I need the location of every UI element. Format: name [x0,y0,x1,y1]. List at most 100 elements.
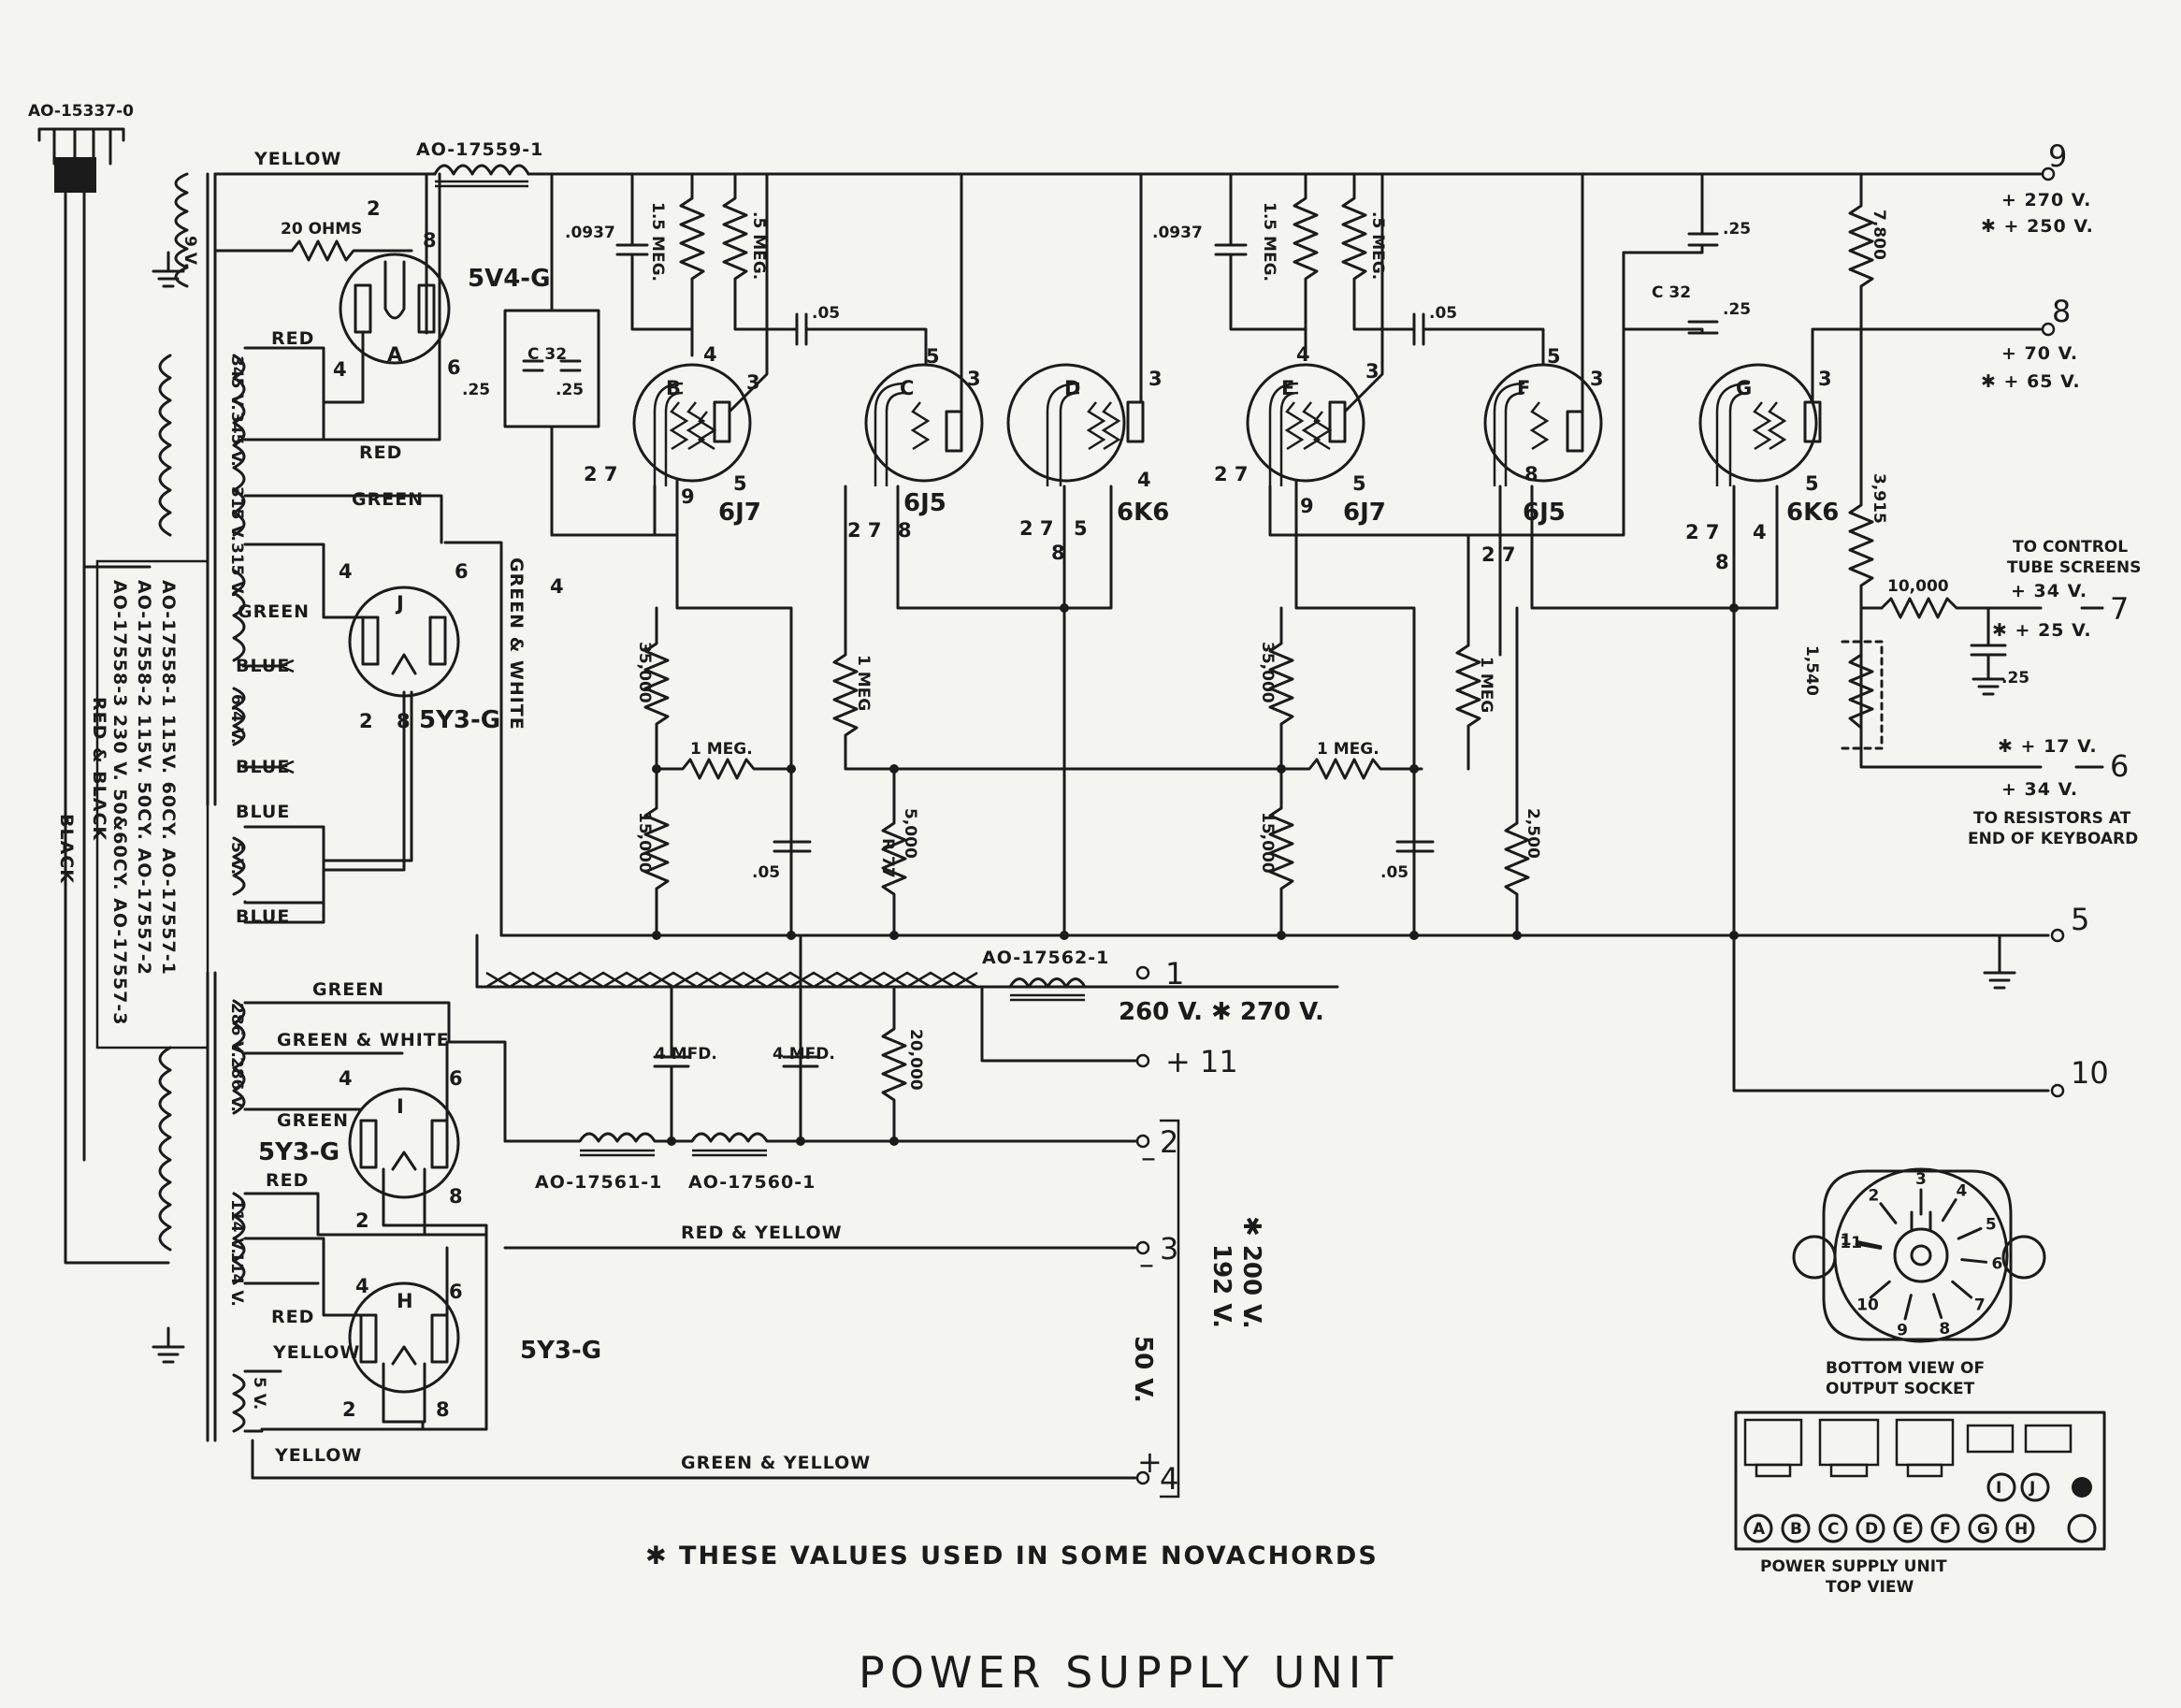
svg-text:3: 3 [1590,368,1604,390]
svg-text:4: 4 [339,1067,353,1090]
tube-c-letter: C [900,377,914,399]
terminal-7-note-2: TUBE SCREENS [2007,558,2141,577]
output-200v: ✱ 200 V. [1237,1216,1265,1329]
tube-b-letter: B [666,377,681,399]
svg-text:3: 3 [1148,368,1163,390]
winding-label-315b: 315 V. [227,543,246,598]
svg-text:+: + [1137,1444,1163,1480]
socket-pin-number: 10 [1856,1296,1879,1315]
wire-label-red-4: RED [271,1307,314,1327]
c32-right-label: C 32 [1652,283,1691,302]
r3915-label: 3,915 [1870,473,1888,524]
svg-text:9: 9 [681,485,695,508]
socket-pin-slot [1903,1294,1913,1321]
choke-top-label: AO-17559-1 [416,139,543,160]
winding-label-114b: 114 V. [227,1252,246,1307]
capacitor-4mfd-a: 4 MFD. [653,985,717,1143]
c32-right-value-b: .25 [1723,300,1751,319]
socket-pin-number: 4 [1956,1181,1967,1200]
unit-socket-letter: H [2015,1520,2028,1539]
svg-text:8: 8 [1051,542,1065,564]
unit-socket-letter: I [1996,1479,2001,1498]
svg-text:3: 3 [967,368,981,390]
resistor-35000-right: 35,000 [1258,606,1294,771]
svg-text:6: 6 [447,356,461,379]
c05-d-label: .05 [752,863,780,882]
transformer-nameplate: AO-17558-1 115V. 60CY. AO-17557-1 AO-175… [95,559,209,1049]
socket-pin-number: 5 [1986,1216,1997,1235]
terminal-6-voltage-alt: ✱ + 17 V. [1998,736,2098,757]
terminal-7-voltage-alt: ✱ + 25 V. [1992,620,2092,641]
svg-text:4: 4 [1753,521,1767,543]
svg-text:5: 5 [926,345,940,368]
c0937-right-label: .0937 [1152,224,1203,242]
r7800-label: 7,800 [1870,210,1888,260]
twisted-heater-pair [485,971,978,989]
resistor-5000-r77: 5,000 R 77 [878,767,919,937]
socket-pin-number: 8 [1939,1320,1950,1339]
footnote: ✱ THESE VALUES USED IN SOME NOVACHORDS [645,1542,1379,1570]
socket-pin-slot [1856,1239,1883,1249]
r35000-left-label: 35,000 [635,642,654,703]
c32-left-label: C 32 [527,345,567,364]
terminal-1: 1 [1165,956,1184,992]
rectifier-j-type: 5Y3-G [419,706,500,734]
resistor-15000-left: 15,000 [635,767,670,937]
wire-label-yellow-2: YELLOW [272,1342,360,1363]
unit-socket-letter: F [1940,1520,1951,1539]
tube-c-type: 6J5 [903,489,946,517]
choke-3-label: AO-17560-1 [688,1172,816,1193]
socket-pin-number: 3 [1915,1170,1927,1189]
wire-label-yellow-3: YELLOW [274,1445,362,1466]
svg-text:8: 8 [423,229,437,252]
ground-symbol [152,251,185,288]
svg-text:2: 2 [367,197,381,220]
unit-socket-letter: E [1902,1520,1914,1539]
tube-c: C [864,363,984,486]
r20000-label: 20,000 [906,1029,925,1091]
capacitor-05-f: .05 [1380,767,1435,937]
transformer-2 [158,971,246,1442]
terminal-6-voltage: + 34 V. [2001,779,2078,800]
svg-text:2 7: 2 7 [847,519,882,542]
svg-text:–: – [1139,1246,1154,1281]
wire-label-green-3: GREEN [312,979,384,1000]
c4mfd-b-label: 4 MFD. [773,1045,835,1064]
unit-socket-circle [1781,1513,1811,1543]
socket-pin-number: 7 [1974,1296,1986,1315]
unit-socket-letter: C [1827,1520,1839,1539]
svg-text:4: 4 [339,560,353,583]
c4mfd-a-label: 4 MFD. [655,1045,717,1064]
capacitor-25-screen: .25 [1970,606,2029,696]
tube-f: F [1483,363,1603,486]
wire-label-black: BLACK [56,814,77,884]
socket-pin-slot [1869,1280,1891,1299]
c32-left-value-b: .25 [556,381,584,399]
rectifier-i-letter: I [397,1095,404,1118]
winding-label-315a: 315 V. [227,486,246,542]
svg-text:8: 8 [1715,551,1729,573]
r5000-label: 5,000 [901,808,919,859]
winding-label-286a: 286 V. [227,1003,246,1058]
svg-text:2 7: 2 7 [1685,521,1720,543]
winding-label-114a: 114 V. [227,1199,246,1254]
socket-pin-number: 9 [1897,1322,1908,1340]
wire-label-blue-2: BLUE [236,757,290,777]
terminal-5: 5 [2071,902,2089,937]
svg-text:–: – [1141,1139,1156,1175]
svg-text:6: 6 [449,1281,463,1303]
unit-caption-2: TOP VIEW [1826,1578,1914,1597]
resistor-1meg-f: 1 MEG [1455,533,1495,771]
socket-pin-slot [1879,1202,1898,1224]
wire-label-blue-3: BLUE [236,802,290,822]
r1meg-c-label: 1 MEG [854,655,873,711]
terminal-6: 6 [2110,748,2129,784]
socket-caption-1: BOTTOM VIEW OF [1826,1359,1985,1378]
terminal-3: 3 [1160,1231,1178,1267]
rectifier-a-type: 5V4-G [468,265,550,293]
svg-text:4: 4 [703,343,717,366]
wire-label-red-black: RED & BLACK [89,697,109,841]
unit-socket-circle [1818,1513,1848,1543]
rectifier-j-letter: J [395,592,404,615]
